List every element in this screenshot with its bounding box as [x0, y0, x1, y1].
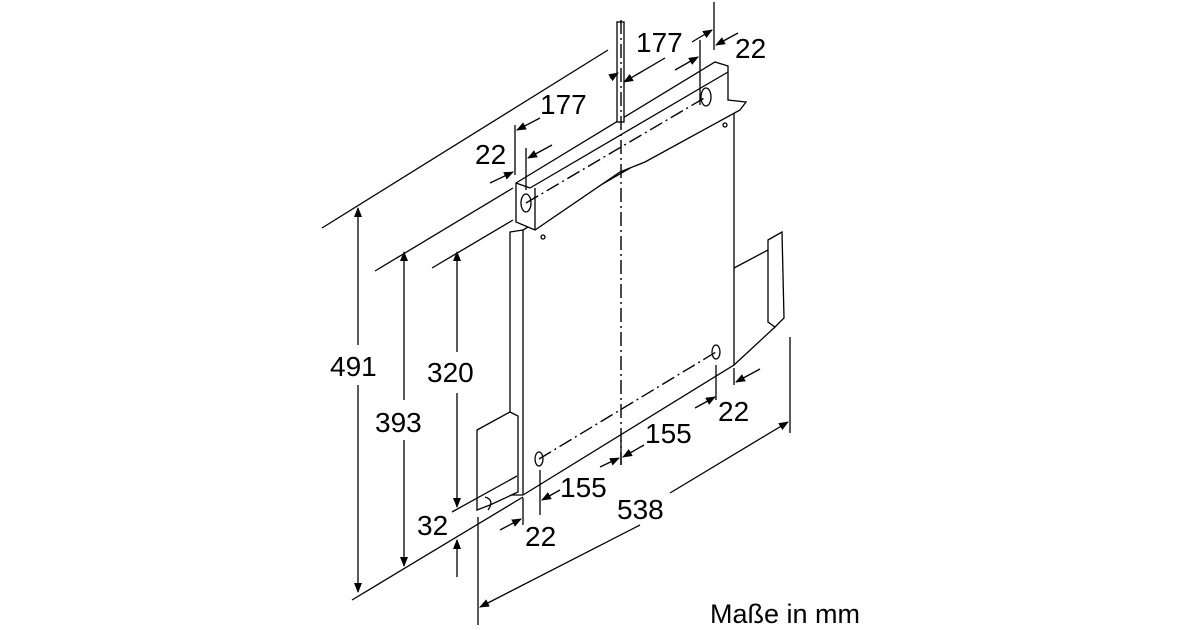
dim-22-bottom-left: 22 [525, 521, 556, 552]
dim-22-bottom-right: 22 [718, 396, 749, 427]
dim-320: 320 [427, 357, 474, 388]
dim-538: 538 [617, 494, 664, 525]
panel [476, 21, 785, 511]
dim-32: 32 [417, 510, 448, 541]
mounting-hole-left-icon [520, 193, 532, 213]
bottom-hole-left-icon [534, 451, 544, 467]
dim-22-top-left: 22 [475, 139, 506, 170]
dimension-lines [354, 29, 789, 608]
dim-177-top-left: 177 [540, 89, 587, 120]
dim-177-top-right: 177 [636, 27, 683, 58]
dim-491: 491 [330, 351, 377, 382]
dim-393: 393 [375, 407, 422, 438]
extension-lines [321, 2, 791, 625]
units-note: Maße in mm [710, 599, 860, 629]
bottom-hole-right-icon [711, 344, 721, 360]
center-line-rail [525, 96, 707, 204]
dim-155-left: 155 [560, 472, 607, 503]
dim-22-top-right: 22 [735, 33, 766, 64]
dim-155-right: 155 [645, 418, 692, 449]
center-line-holes [538, 351, 717, 460]
mounting-hole-right-icon [700, 87, 712, 107]
